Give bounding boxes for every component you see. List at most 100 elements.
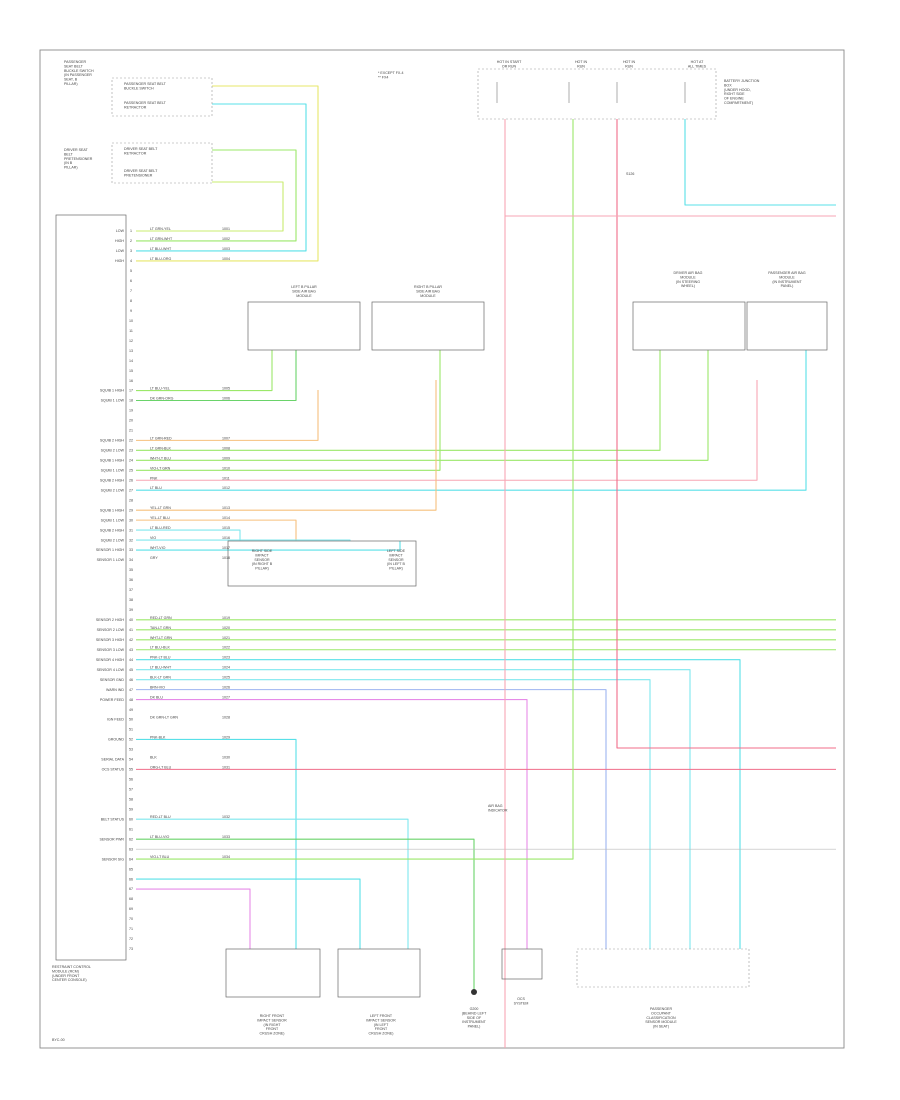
rcm-pin-label: SQUIB 2 HIGH	[100, 439, 125, 443]
driver-airbag-box	[632, 301, 746, 351]
rcm-pin-label: SENSOR 2 HIGH	[96, 618, 125, 622]
circuit-number: 1019	[222, 616, 230, 620]
rcm-pin-label: LOW	[116, 229, 125, 233]
wire-color-label: BLK	[150, 755, 157, 759]
rcm-pin-label: SQUIB 1 LOW	[101, 468, 125, 472]
rcm-pin-number: 28	[129, 498, 133, 502]
circuit-number: 1005	[222, 387, 230, 391]
rcm-pin-number: 67	[129, 887, 133, 891]
rcm-pin-number: 43	[129, 648, 133, 652]
rcm-pin-label: SQUIB 2 HIGH	[100, 528, 125, 532]
wire-color-label: WHT-LT GRN	[150, 636, 172, 640]
rcm-pin-label: SERIAL DATA	[101, 758, 124, 762]
rcm-pin-number: 66	[129, 877, 133, 881]
circuit-number: 1033	[222, 835, 230, 839]
passenger-belt-box	[111, 77, 213, 117]
circuit-number: 1008	[222, 446, 230, 450]
wire-belt-2	[136, 149, 297, 242]
circuit-number: 1021	[222, 636, 230, 640]
wire-squib-6	[136, 350, 441, 471]
driver-belt-box	[111, 142, 213, 184]
circuit-number: 1029	[222, 735, 230, 739]
wire-color-label: LT BLU-YEL	[150, 387, 170, 391]
wire-color-label: WHT-LT BLU	[150, 456, 171, 460]
wire-squib-4	[136, 350, 661, 451]
rcm-pin-number: 9	[130, 309, 132, 313]
rcm-pin-number: 62	[129, 837, 133, 841]
rcm-pin-number: 55	[129, 768, 133, 772]
circuit-number: 1026	[222, 686, 230, 690]
circuit-number: 1027	[222, 696, 230, 700]
circuit-number: 1034	[222, 855, 230, 859]
wire-long-9	[136, 699, 528, 949]
rcm-pin-number: 21	[129, 429, 133, 433]
wire-belt-3	[136, 103, 307, 252]
wire-color-label: PNK-BLK	[150, 735, 166, 739]
wire-color-label: LT BLU-RED	[150, 526, 171, 530]
rcm-pin-number: 18	[129, 399, 133, 403]
wire-color-label: LT BLU-ORG	[150, 257, 171, 261]
wire-squib-9	[136, 380, 437, 511]
wire-fuse-4	[684, 119, 836, 206]
circuit-number: 1002	[222, 237, 230, 241]
rcm-pin-number: 38	[129, 598, 133, 602]
rcm-pin-number: 60	[129, 817, 133, 821]
occupant-box	[576, 948, 750, 988]
wire-long-7	[136, 679, 651, 949]
wire-color-label: LT BLU-BLK	[150, 646, 170, 650]
ocs-box	[501, 948, 543, 980]
rcm-pin-number: 72	[129, 937, 133, 941]
wire-color-label: VIO-LT BLU	[150, 855, 170, 859]
splice-label: S126	[626, 172, 634, 176]
rcm-pin-number: 46	[129, 678, 133, 682]
rcm-pin-label: SQUIB 1 LOW	[101, 518, 125, 522]
wire-squib-3	[136, 390, 319, 441]
rcm-pin-number: 23	[129, 449, 133, 453]
rcm-pin-label: SENSOR 3 HIGH	[96, 638, 125, 642]
rcm-pin-number: 3	[130, 249, 132, 253]
rcm-pin-number: 25	[129, 468, 133, 472]
wire-color-label: BLK-LT GRN	[150, 676, 171, 680]
wire-belt-1	[136, 181, 284, 232]
circuit-number: 1032	[222, 815, 230, 819]
rcm-pin-number: 61	[129, 827, 133, 831]
rcm-pin-number: 29	[129, 508, 133, 512]
wire-color-label: YEL-LT GRN	[150, 506, 171, 510]
circuit-number: 1007	[222, 436, 230, 440]
rcm-module-box	[55, 214, 127, 961]
rcm-pin-label: SENSOR 4 HIGH	[96, 658, 125, 662]
wire-color-label: PNK-LT BLU	[150, 656, 171, 660]
wire-color-label: WHT-VIO	[150, 546, 166, 550]
wire-long-5	[136, 659, 741, 949]
wire-squib-5	[136, 350, 709, 461]
rcm-pin-number: 71	[129, 927, 133, 931]
rcm-pin-number: 27	[129, 488, 133, 492]
wire-squib-1	[136, 350, 273, 392]
rcm-pin-number: 58	[129, 797, 133, 801]
circuit-number: 1017	[222, 546, 230, 550]
wire-front-1	[136, 738, 297, 949]
circuit-number: 1014	[222, 516, 230, 520]
circuit-number: 1015	[222, 526, 230, 530]
left-front-sensor-box	[337, 948, 421, 998]
rcm-pin-label: WARN IND	[106, 688, 124, 692]
rcm-pin-number: 22	[129, 439, 133, 443]
circuit-number: 1001	[222, 227, 230, 231]
wire-side-2	[136, 529, 241, 541]
wire-fuse-red	[616, 119, 836, 749]
wire-color-label: LT BLU-WHT	[150, 666, 172, 670]
rcm-pin-label: HIGH	[115, 239, 124, 243]
rcm-pin-number: 7	[130, 289, 132, 293]
rcm-pin-number: 69	[129, 907, 133, 911]
circuit-number: 1012	[222, 486, 230, 490]
